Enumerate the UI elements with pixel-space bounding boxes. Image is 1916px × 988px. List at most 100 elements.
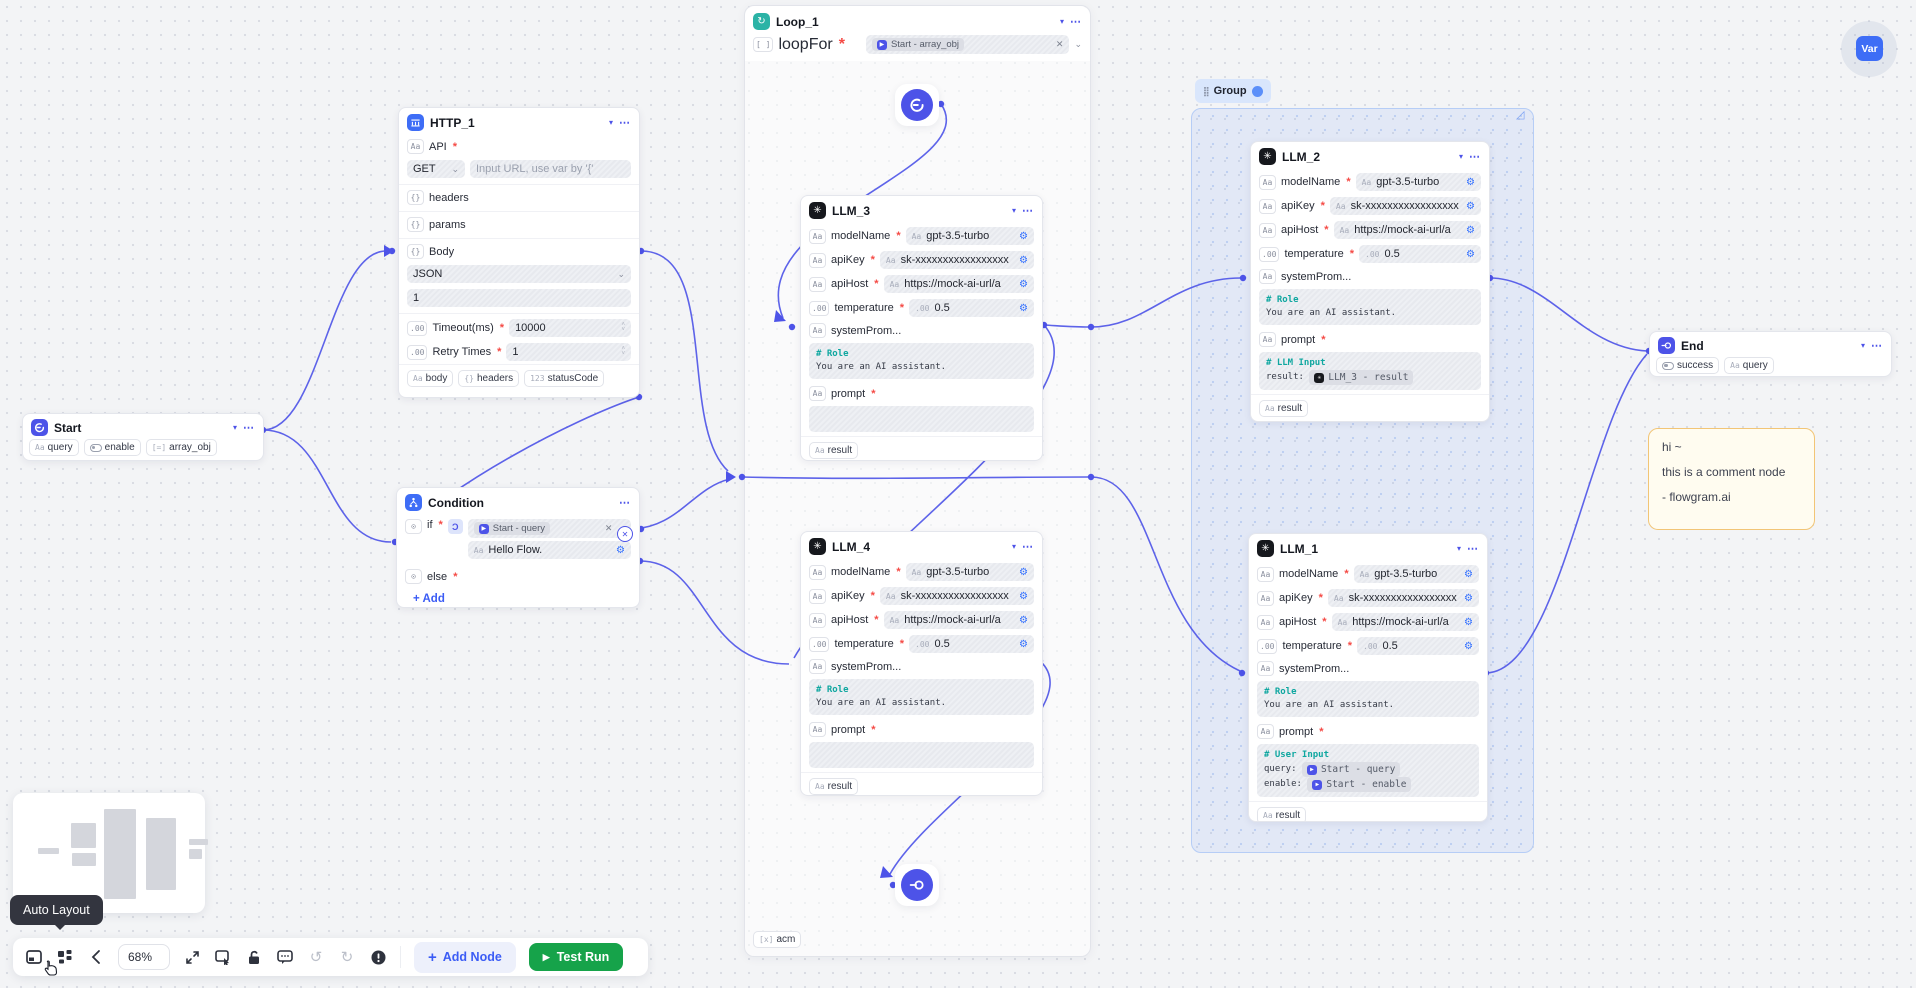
more-menu-icon[interactable]: ⋯ bbox=[1070, 16, 1082, 28]
gear-icon[interactable]: ⚙ bbox=[1466, 200, 1475, 212]
stepper-icons[interactable]: ˄˅ bbox=[621, 322, 625, 333]
chevron-down-icon[interactable]: ▾ bbox=[1860, 341, 1865, 350]
chevron-down-icon[interactable]: ▾ bbox=[1011, 206, 1016, 215]
gear-icon[interactable]: ⚙ bbox=[1019, 566, 1028, 578]
chevron-down-icon[interactable]: ▾ bbox=[1456, 544, 1461, 553]
if-value-input[interactable]: Aa Hello Flow. ⚙ bbox=[467, 541, 631, 559]
more-menu-icon[interactable]: ⋯ bbox=[1871, 340, 1883, 352]
problems-icon[interactable] bbox=[369, 948, 387, 966]
drag-handle-icon[interactable]: ⣿ bbox=[1203, 85, 1210, 96]
more-menu-icon[interactable]: ⋯ bbox=[1022, 541, 1034, 553]
gear-icon[interactable]: ⚙ bbox=[1019, 614, 1028, 626]
chevron-down-icon[interactable]: ▾ bbox=[608, 118, 613, 127]
gear-icon[interactable]: ⚙ bbox=[1019, 638, 1028, 650]
body-type-select[interactable]: JSON⌄ bbox=[407, 265, 631, 283]
output-tag-headers[interactable]: {}headers bbox=[458, 370, 520, 387]
auto-layout-icon[interactable] bbox=[56, 948, 74, 966]
gear-icon[interactable]: ⚙ bbox=[1019, 590, 1028, 602]
variables-button[interactable]: Var bbox=[1856, 36, 1883, 61]
comment-node[interactable]: hi ~ this is a comment node - flowgram.a… bbox=[1648, 428, 1815, 530]
variable-ref-chip[interactable]: ✳LLM_3 - result bbox=[1309, 370, 1414, 385]
chevron-down-icon[interactable]: ▾ bbox=[1059, 17, 1064, 26]
timeout-input[interactable]: 10000 ˄˅ bbox=[509, 319, 631, 337]
select-area-icon[interactable] bbox=[214, 948, 232, 966]
gear-icon[interactable]: ⚙ bbox=[1466, 248, 1475, 260]
prompt-editor[interactable]: # User Input query: ▶Start - query enabl… bbox=[1257, 744, 1479, 797]
comment-icon[interactable] bbox=[276, 948, 294, 966]
zoom-level-input[interactable] bbox=[118, 944, 170, 970]
method-select[interactable]: GET⌄ bbox=[407, 160, 465, 178]
fit-view-icon[interactable] bbox=[183, 948, 201, 966]
input-tag-success[interactable]: success bbox=[1656, 357, 1720, 374]
gear-icon[interactable]: ⚙ bbox=[1464, 640, 1473, 652]
add-branch-button[interactable]: + Add bbox=[413, 593, 445, 605]
undo-icon[interactable]: ↺ bbox=[309, 949, 323, 966]
group-resize-icon[interactable]: ◿ bbox=[1516, 109, 1525, 121]
clear-icon[interactable]: ✕ bbox=[604, 523, 613, 533]
prompt-editor[interactable] bbox=[809, 742, 1034, 768]
more-menu-icon[interactable]: ⋯ bbox=[619, 117, 631, 129]
prompt-editor[interactable]: # LLM Input result: ✳LLM_3 - result bbox=[1259, 352, 1481, 390]
condition-node[interactable]: Condition ⋯ ⊙ if* Ɔ ▶ Start - query ✕ ⌄ … bbox=[396, 487, 640, 608]
chevron-down-icon[interactable]: ⌄ bbox=[1074, 39, 1082, 49]
retry-input[interactable]: 1 ˄˅ bbox=[506, 343, 631, 361]
output-tag-array-obj[interactable]: [=]array_obj bbox=[145, 439, 217, 456]
more-menu-icon[interactable]: ⋯ bbox=[1022, 205, 1034, 217]
chevron-down-icon[interactable]: ▾ bbox=[1458, 152, 1463, 161]
contains-operator-icon[interactable]: Ɔ bbox=[447, 519, 463, 534]
http-node[interactable]: HTTP_1 ▾ ⋯ Aa API* GET⌄ Input URL, use v… bbox=[398, 107, 640, 398]
more-menu-icon[interactable]: ⋯ bbox=[619, 497, 631, 509]
if-variable-select[interactable]: ▶ Start - query ✕ ⌄ bbox=[467, 519, 631, 538]
add-node-button[interactable]: + Add Node bbox=[414, 941, 516, 973]
loop-start-block[interactable] bbox=[895, 84, 939, 126]
lock-icon[interactable] bbox=[245, 948, 263, 966]
more-menu-icon[interactable]: ⋯ bbox=[243, 422, 255, 434]
more-menu-icon[interactable]: ⋯ bbox=[1469, 151, 1481, 163]
loop-end-block[interactable] bbox=[895, 864, 939, 906]
gear-icon[interactable]: ⚙ bbox=[1466, 176, 1475, 188]
gear-icon[interactable]: ⚙ bbox=[1464, 568, 1473, 580]
stepper-icons[interactable]: ˄˅ bbox=[621, 346, 625, 357]
group-color-swatch[interactable] bbox=[1251, 85, 1263, 97]
chevron-down-icon[interactable]: ▾ bbox=[232, 423, 237, 432]
gear-icon[interactable]: ⚙ bbox=[1464, 592, 1473, 604]
gear-icon[interactable]: ⚙ bbox=[616, 544, 625, 556]
loop-node-container[interactable]: ↻ Loop_1 ▾ ⋯ [ ] loopFor* ▶ Start - arra… bbox=[744, 5, 1091, 957]
redo-icon[interactable]: ↻ bbox=[340, 949, 354, 966]
gear-icon[interactable]: ⚙ bbox=[1019, 302, 1028, 314]
prompt-editor[interactable] bbox=[809, 406, 1034, 432]
test-run-button[interactable]: ▶ Test Run bbox=[528, 943, 624, 971]
group-label-pill[interactable]: ⣿ Group bbox=[1195, 79, 1271, 103]
if-branch-port-icon[interactable]: ✕ bbox=[617, 526, 633, 542]
chevron-down-icon[interactable]: ▾ bbox=[1011, 542, 1016, 551]
